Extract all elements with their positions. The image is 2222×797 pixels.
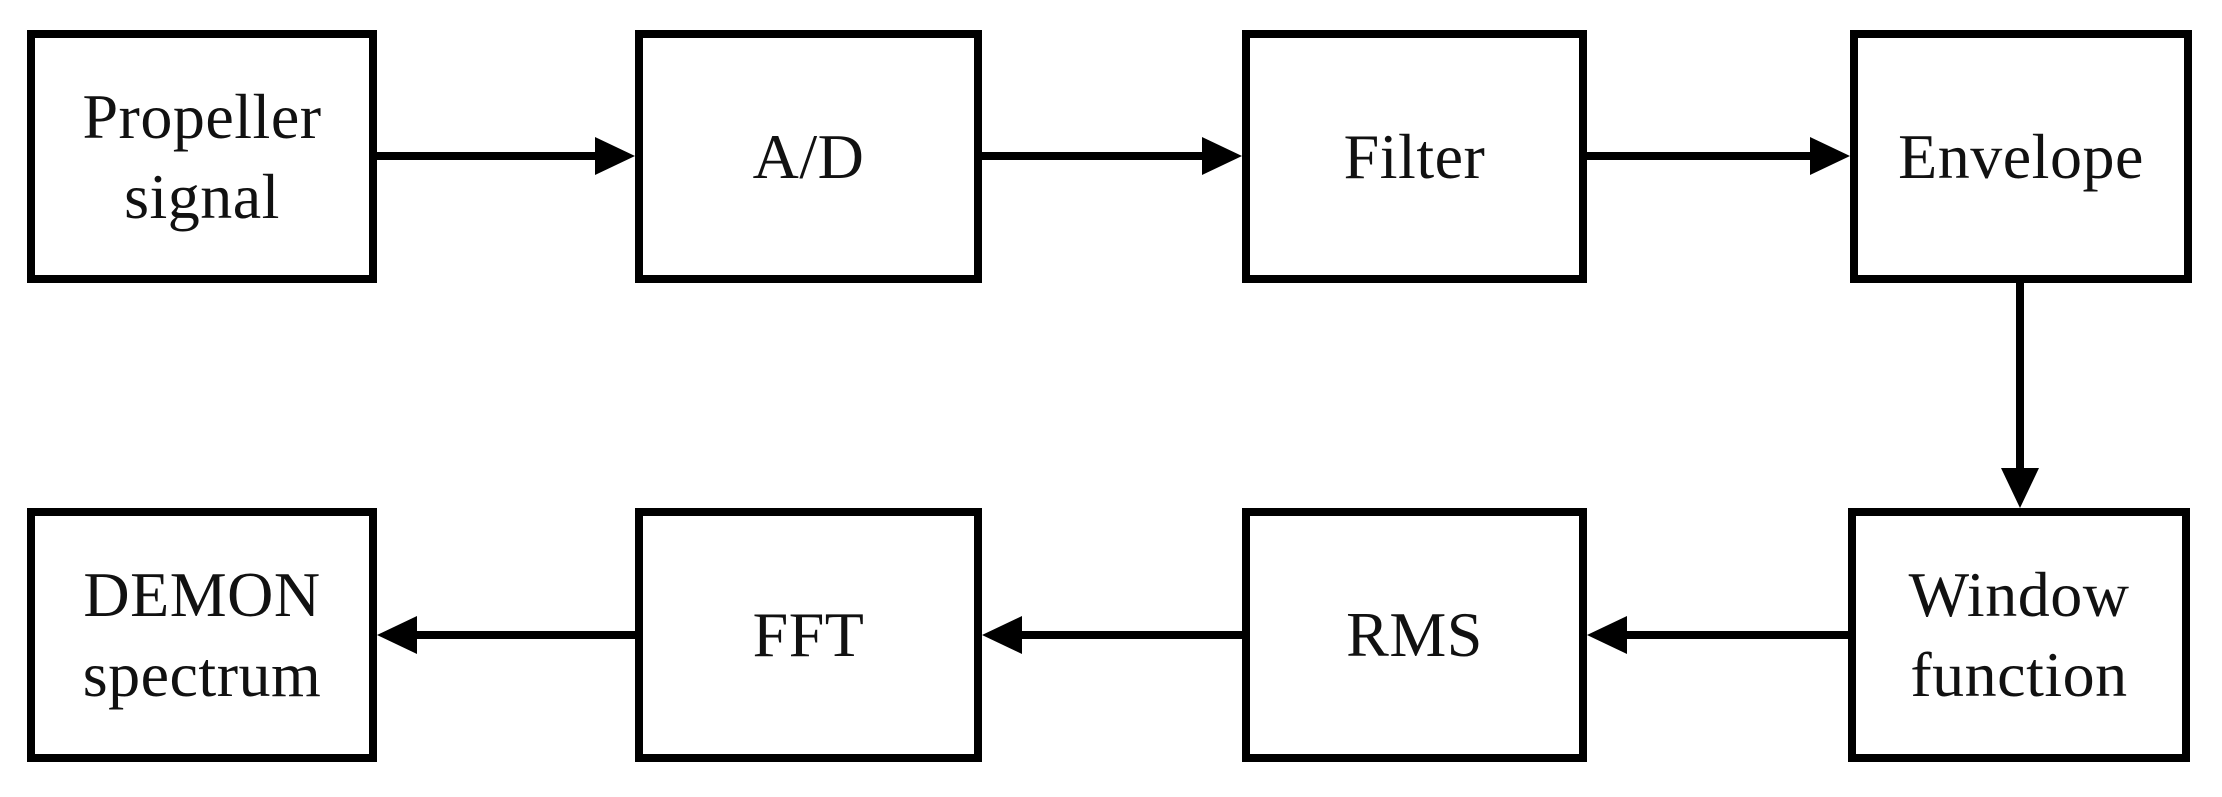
arrowhead-left-icon [1587,616,1627,654]
node-demon-spectrum: DEMON spectrum [27,508,377,762]
node-filter: Filter [1242,30,1587,283]
node-envelope: Envelope [1850,30,2192,283]
arrowhead-right-icon [595,137,635,175]
node-demon-spectrum-label: DEMON spectrum [82,559,322,710]
node-filter-label: Filter [1343,120,1486,192]
arrowhead-right-icon [1202,137,1242,175]
arrow-ad-to-filter-shaft [982,152,1204,160]
arrow-filter-to-envelope-shaft [1587,152,1812,160]
node-fft: FFT [635,508,982,762]
arrowhead-left-icon [377,616,417,654]
arrow-fft-to-demon-shaft [415,631,635,639]
node-fft-label: FFT [752,599,865,670]
node-propeller-signal: Propeller signal [27,30,377,283]
node-window-function-label: Window function [1908,559,2130,710]
arrowhead-left-icon [982,616,1022,654]
arrowhead-down-icon [2001,468,2039,508]
node-propeller-signal-label: Propeller signal [82,80,322,232]
node-rms: RMS [1242,508,1587,762]
arrow-window-to-rms-shaft [1625,631,1848,639]
arrowhead-right-icon [1810,137,1850,175]
node-envelope-label: Envelope [1898,120,2144,192]
arrow-propeller-to-ad-shaft [377,152,598,160]
arrow-envelope-to-window-shaft [2016,283,2024,470]
arrow-rms-to-fft-shaft [1020,631,1242,639]
node-ad-converter: A/D [635,30,982,283]
node-ad-converter-label: A/D [752,120,865,192]
node-window-function: Window function [1848,508,2190,762]
node-rms-label: RMS [1346,599,1483,670]
